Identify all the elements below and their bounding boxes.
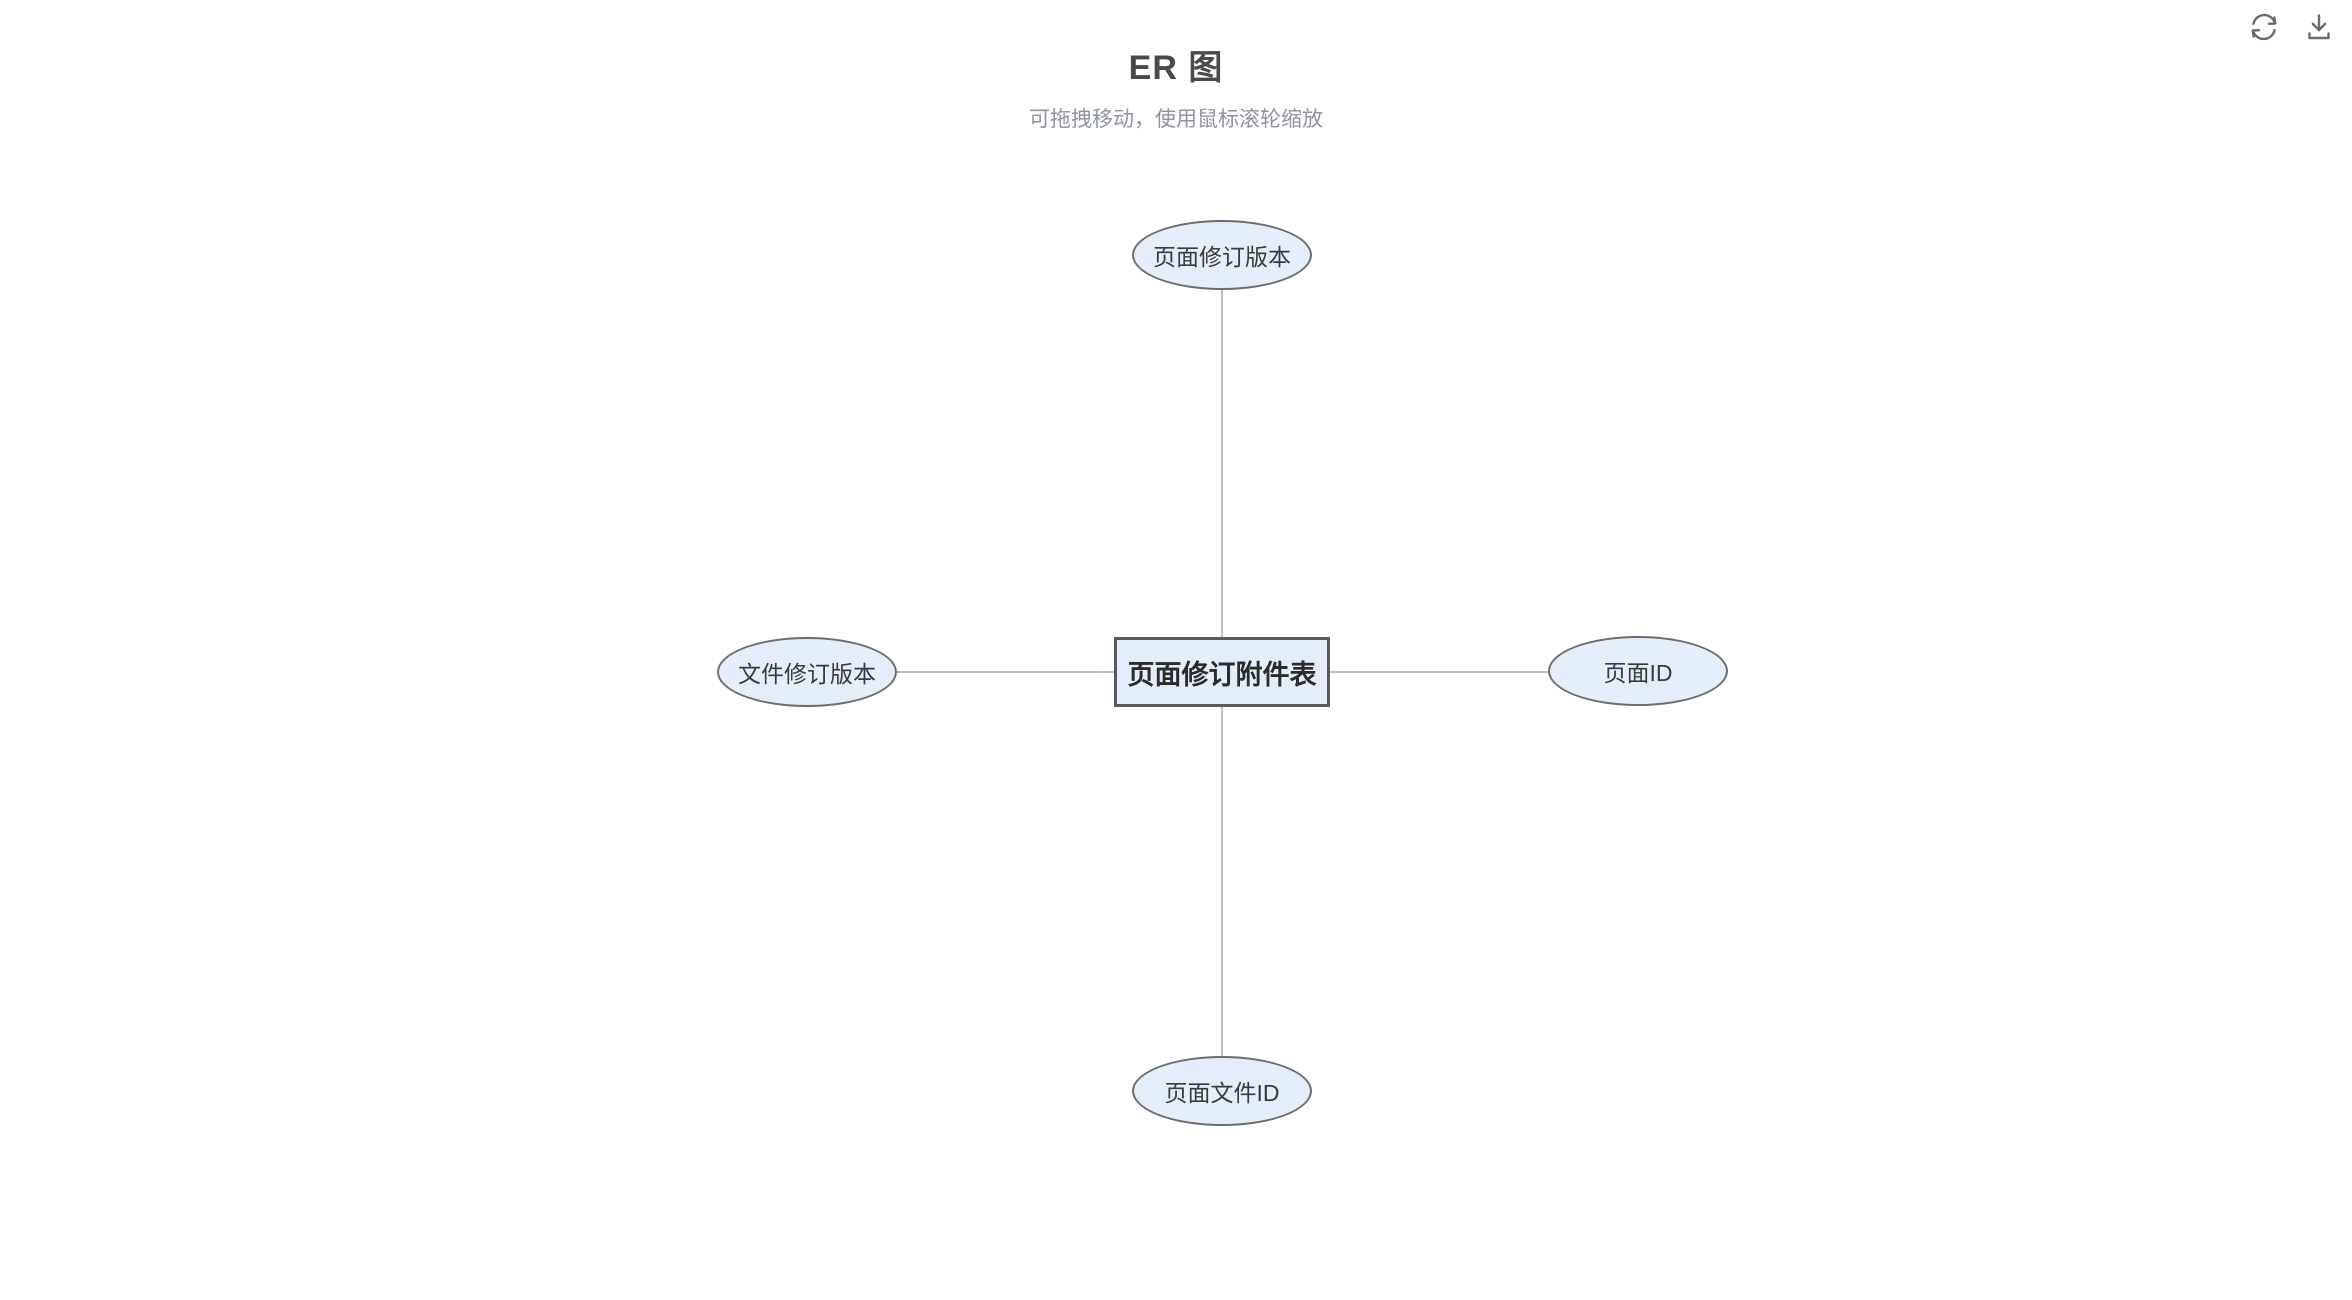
attribute-node-left[interactable]: 文件修订版本 <box>717 637 897 707</box>
attribute-node-top[interactable]: 页面修订版本 <box>1132 220 1312 290</box>
refresh-icon <box>2251 13 2277 41</box>
refresh-button[interactable] <box>2243 6 2285 48</box>
entity-node[interactable]: 页面修订附件表 <box>1114 637 1330 707</box>
toolbar <box>2243 6 2340 48</box>
attribute-node-bottom[interactable]: 页面文件ID <box>1132 1056 1312 1126</box>
download-icon <box>2308 14 2330 40</box>
attribute-node-right[interactable]: 页面ID <box>1548 636 1728 706</box>
download-button[interactable] <box>2298 6 2340 48</box>
